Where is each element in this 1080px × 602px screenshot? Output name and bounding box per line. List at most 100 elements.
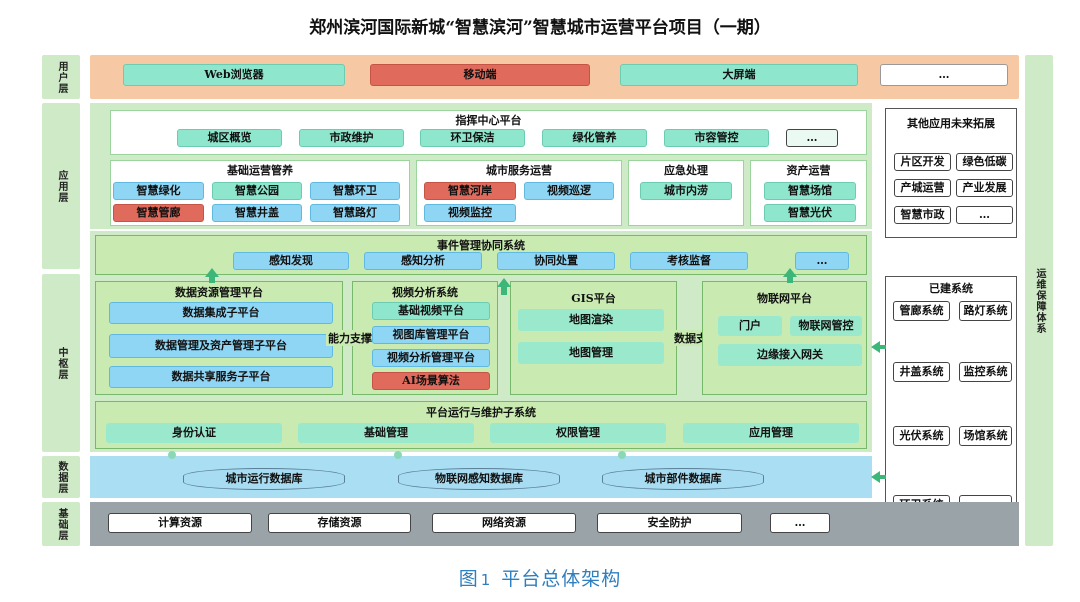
command-center-title: 指挥中心平台 [455,114,522,127]
future-app-more: … [956,206,1013,224]
basic-ops-manhole: 智慧井盖 [212,204,302,222]
diagram-title: 郑州滨河国际新城“智慧滨河”智慧城市运营平台项目（一期） [309,18,771,38]
gis-map-render: 地图渲染 [518,309,664,331]
iot-title: 物联网平台 [757,292,812,305]
emergency-waterlogging: 城市内涝 [640,182,732,200]
db-iot-sensing: 物联网感知数据库 [398,468,560,490]
city-service-video-monitor: 视频监控 [424,204,516,222]
video-analysis-mgmt: 视频分析管理平台 [372,349,490,367]
base-security: 安全防护 [597,513,742,533]
arrow-left-existing-to-iot [871,341,886,353]
video-view-library: 视图库管理平台 [372,326,490,344]
existing-systems-title: 已建系统 [929,282,973,295]
arrow-up-iot [783,268,797,283]
cc-item-sanitation: 环卫保洁 [420,129,525,147]
ability-support-label: 能力支撑 [326,330,374,346]
layer-label-ops: 运维保障体系 [1025,55,1053,546]
event-sense-analysis: 感知分析 [364,252,482,270]
caption-text: 平台总体架构 [501,568,622,590]
layer-label-base: 基础层 [42,502,80,546]
ai-scene-algorithm: AI场景算法 [372,372,490,390]
iot-control: 物联网管控 [790,316,862,336]
video-base-platform: 基础视频平台 [372,302,490,320]
data-asset-subplatform: 数据管理及资产管理子平台 [109,334,333,358]
base-storage: 存储资源 [268,513,411,533]
iot-edge-gateway: 边缘接入网关 [718,344,862,366]
db-city-operation: 城市运行数据库 [183,468,345,490]
ops-app-mgmt: 应用管理 [683,423,859,443]
basic-ops-park: 智慧公园 [212,182,302,200]
data-resource-title: 数据资源管理平台 [175,286,263,299]
basic-ops-streetlight: 智慧路灯 [310,204,400,222]
base-compute: 计算资源 [108,513,252,533]
layer-label-data: 数据层 [42,456,80,498]
cc-item-more: … [786,129,838,147]
cc-item-overview: 城区概览 [177,129,282,147]
caption-fig: 图 [458,568,479,590]
existing-streetlight: 路灯系统 [959,301,1012,321]
mobile-box: 移动端 [370,64,590,86]
ops-identity-auth: 身份认证 [106,423,282,443]
city-service-riverbank: 智慧河岸 [424,182,516,200]
event-more: … [795,252,849,270]
arrow-left-existing-to-data [871,471,886,483]
future-app-industry-city: 产城运营 [894,179,951,197]
connector-dot-1 [168,451,176,459]
city-service-title: 城市服务运营 [486,164,552,177]
existing-venue: 场馆系统 [959,426,1012,446]
basic-ops-pipe-gallery: 智慧管廊 [113,204,204,222]
layer-label-app: 应用层 [42,103,80,269]
cc-item-greening: 绿化管养 [542,129,647,147]
future-app-area-dev: 片区开发 [894,153,951,171]
gis-title: GIS平台 [571,292,616,305]
db-city-components: 城市部件数据库 [602,468,764,490]
event-assessment: 考核监督 [630,252,748,270]
asset-ops-venue: 智慧场馆 [764,182,856,200]
future-apps-title: 其他应用未来拓展 [907,117,995,130]
caption-number: 1 [480,571,492,589]
iot-panel [702,281,867,395]
arrow-up-center [497,278,511,295]
ops-basic-mgmt: 基础管理 [298,423,474,443]
user-more-box: … [880,64,1008,86]
event-sense-discover: 感知发现 [233,252,349,270]
base-network: 网络资源 [432,513,576,533]
emergency-title: 应急处理 [664,164,708,177]
event-mgmt-title: 事件管理协同系统 [437,239,525,252]
platform-ops-title: 平台运行与维护子系统 [426,406,536,419]
future-app-smart-municipal: 智慧市政 [894,206,951,224]
data-share-subplatform: 数据共享服务子平台 [109,366,333,388]
layer-label-user: 用户层 [42,55,80,99]
existing-manhole: 井盖系统 [893,362,950,382]
cc-item-cityscape: 市容管控 [664,129,769,147]
big-screen-box: 大屏端 [620,64,858,86]
web-browser-box: Web浏览器 [123,64,345,86]
basic-ops-greening: 智慧绿化 [113,182,204,200]
existing-pipe-gallery: 管廊系统 [893,301,950,321]
arrow-up-data-resource [205,268,219,283]
existing-solar: 光伏系统 [893,426,950,446]
asset-ops-title: 资产运营 [786,164,831,177]
cc-item-municipal: 市政维护 [299,129,404,147]
data-integration-subplatform: 数据集成子平台 [109,302,333,324]
asset-ops-solar: 智慧光伏 [764,204,856,222]
existing-monitor: 监控系统 [959,362,1012,382]
basic-ops-title: 基础运营管养 [227,164,293,177]
gis-map-mgmt: 地图管理 [518,342,664,364]
event-coordinate: 协同处置 [497,252,615,270]
city-service-video-patrol: 视频巡逻 [524,182,614,200]
video-analysis-title: 视频分析系统 [392,286,458,299]
gis-panel [510,281,677,395]
connector-dot-3 [618,451,626,459]
layer-label-core: 中枢层 [42,274,80,452]
future-app-industry-dev: 产业发展 [956,179,1013,197]
connector-dot-2 [394,451,402,459]
basic-ops-sanitation: 智慧环卫 [310,182,400,200]
ops-permission-mgmt: 权限管理 [490,423,666,443]
base-more: … [770,513,830,533]
iot-portal: 门户 [718,316,782,336]
future-app-low-carbon: 绿色低碳 [956,153,1013,171]
